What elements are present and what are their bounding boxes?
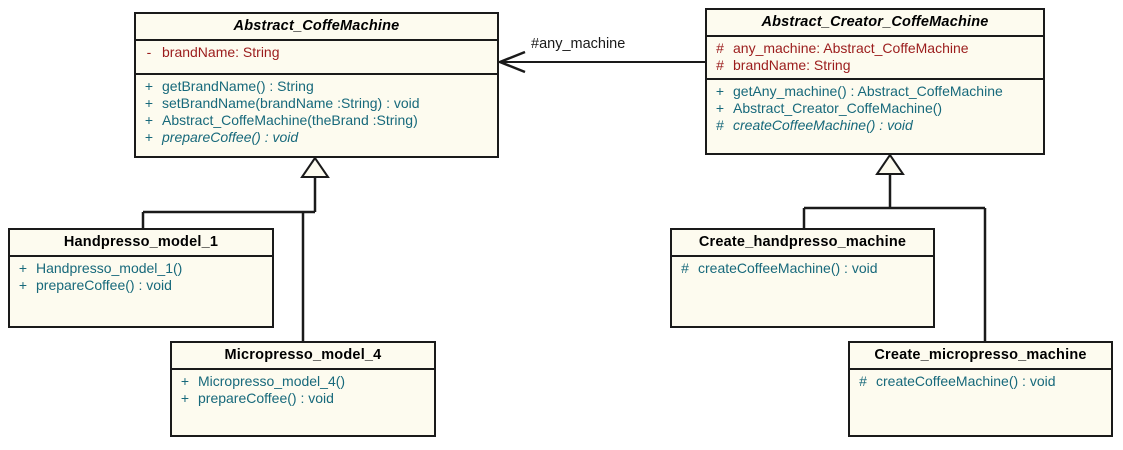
methods-compartment-abstract-coffemachine: + getBrandName() : String + setBrandName…	[136, 73, 497, 156]
attribute-label: brandName: String	[162, 44, 280, 60]
class-title-abstract-creator-coffemachine: Abstract_Creator_CoffeMachine	[761, 14, 989, 30]
method-row: + prepareCoffee() : void	[172, 390, 434, 407]
attribute-row: - brandName: String	[136, 44, 497, 61]
method-row: + prepareCoffee() : void	[10, 277, 272, 294]
methods-compartment-handpresso-model-1: + Handpresso_model_1() + prepareCoffee()…	[10, 255, 272, 326]
visibility-marker: +	[144, 78, 154, 94]
method-row: # createCoffeeMachine() : void	[850, 373, 1111, 390]
methods-compartment-abstract-creator-coffemachine: + getAny_machine() : Abstract_CoffeMachi…	[707, 78, 1043, 153]
method-row: # createCoffeeMachine() : void	[707, 117, 1043, 134]
class-handpresso-model-1[interactable]: Handpresso_model_1 + Handpresso_model_1(…	[8, 228, 274, 328]
method-row: + setBrandName(brandName :String) : void	[136, 95, 497, 112]
method-row: + Abstract_Creator_CoffeMachine()	[707, 100, 1043, 117]
visibility-marker: #	[716, 40, 724, 56]
method-label: setBrandName(brandName :String) : void	[162, 95, 420, 111]
class-title-create-micropresso-machine: Create_micropresso_machine	[874, 347, 1087, 363]
visibility-marker: -	[146, 44, 152, 60]
method-label: createCoffeeMachine() : void	[733, 117, 913, 133]
visibility-marker: +	[715, 100, 725, 116]
method-row: + Abstract_CoffeMachine(theBrand :String…	[136, 112, 497, 129]
method-label: getBrandName() : String	[162, 78, 314, 94]
method-label: prepareCoffee() : void	[162, 129, 299, 145]
method-label: Micropresso_model_4()	[198, 373, 346, 389]
visibility-marker: +	[715, 83, 725, 99]
association-any-machine-connector	[496, 50, 705, 74]
class-title-create-handpresso-machine: Create_handpresso_machine	[698, 234, 907, 250]
visibility-marker: +	[144, 129, 154, 145]
class-micropresso-model-4[interactable]: Micropresso_model_4 + Micropresso_model_…	[170, 341, 436, 437]
attribute-row: # any_machine: Abstract_CoffeMachine	[707, 40, 1043, 57]
class-title-micropresso-model-4: Micropresso_model_4	[224, 347, 382, 363]
class-create-micropresso-machine[interactable]: Create_micropresso_machine # createCoffe…	[848, 341, 1113, 437]
method-label: prepareCoffee() : void	[198, 390, 334, 406]
visibility-marker: +	[180, 390, 190, 406]
visibility-marker: #	[716, 117, 724, 133]
attribute-row: # brandName: String	[707, 57, 1043, 74]
method-row: + Micropresso_model_4()	[172, 373, 434, 390]
methods-compartment-micropresso-model-4: + Micropresso_model_4() + prepareCoffee(…	[172, 368, 434, 435]
visibility-marker: #	[716, 57, 724, 73]
method-row: + getAny_machine() : Abstract_CoffeMachi…	[707, 83, 1043, 100]
attributes-compartment-abstract-coffemachine: - brandName: String	[136, 39, 497, 73]
method-label: createCoffeeMachine() : void	[876, 373, 1056, 389]
method-row: + Handpresso_model_1()	[10, 260, 272, 277]
attribute-label: brandName: String	[733, 57, 851, 73]
class-title-handpresso-model-1: Handpresso_model_1	[63, 234, 219, 250]
method-label: Abstract_CoffeMachine(theBrand :String)	[162, 112, 418, 128]
method-row: # createCoffeeMachine() : void	[672, 260, 933, 277]
visibility-marker: +	[18, 277, 28, 293]
visibility-marker: +	[18, 260, 28, 276]
method-label: Handpresso_model_1()	[36, 260, 183, 276]
class-create-handpresso-machine[interactable]: Create_handpresso_machine # createCoffee…	[670, 228, 935, 328]
class-abstract-coffemachine[interactable]: Abstract_CoffeMachine - brandName: Strin…	[134, 12, 499, 158]
method-label: prepareCoffee() : void	[36, 277, 172, 293]
method-row: + getBrandName() : String	[136, 78, 497, 95]
visibility-marker: +	[180, 373, 190, 389]
method-label: Abstract_Creator_CoffeMachine()	[733, 100, 943, 116]
class-title-abstract-coffemachine: Abstract_CoffeMachine	[233, 18, 400, 34]
method-label: createCoffeeMachine() : void	[698, 260, 878, 276]
methods-compartment-create-handpresso-machine: # createCoffeeMachine() : void	[672, 255, 933, 326]
visibility-marker: +	[144, 95, 154, 111]
attributes-compartment-abstract-creator-coffemachine: # any_machine: Abstract_CoffeMachine # b…	[707, 35, 1043, 78]
methods-compartment-create-micropresso-machine: # createCoffeeMachine() : void	[850, 368, 1111, 435]
class-abstract-creator-coffemachine[interactable]: Abstract_Creator_CoffeMachine # any_mach…	[705, 8, 1045, 155]
visibility-marker: +	[144, 112, 154, 128]
method-label: getAny_machine() : Abstract_CoffeMachine	[733, 83, 1003, 99]
visibility-marker: #	[859, 373, 867, 389]
attribute-label: any_machine: Abstract_CoffeMachine	[733, 40, 969, 56]
visibility-marker: #	[681, 260, 689, 276]
method-row: + prepareCoffee() : void	[136, 129, 497, 146]
association-label-any-machine: #any_machine	[531, 36, 626, 52]
